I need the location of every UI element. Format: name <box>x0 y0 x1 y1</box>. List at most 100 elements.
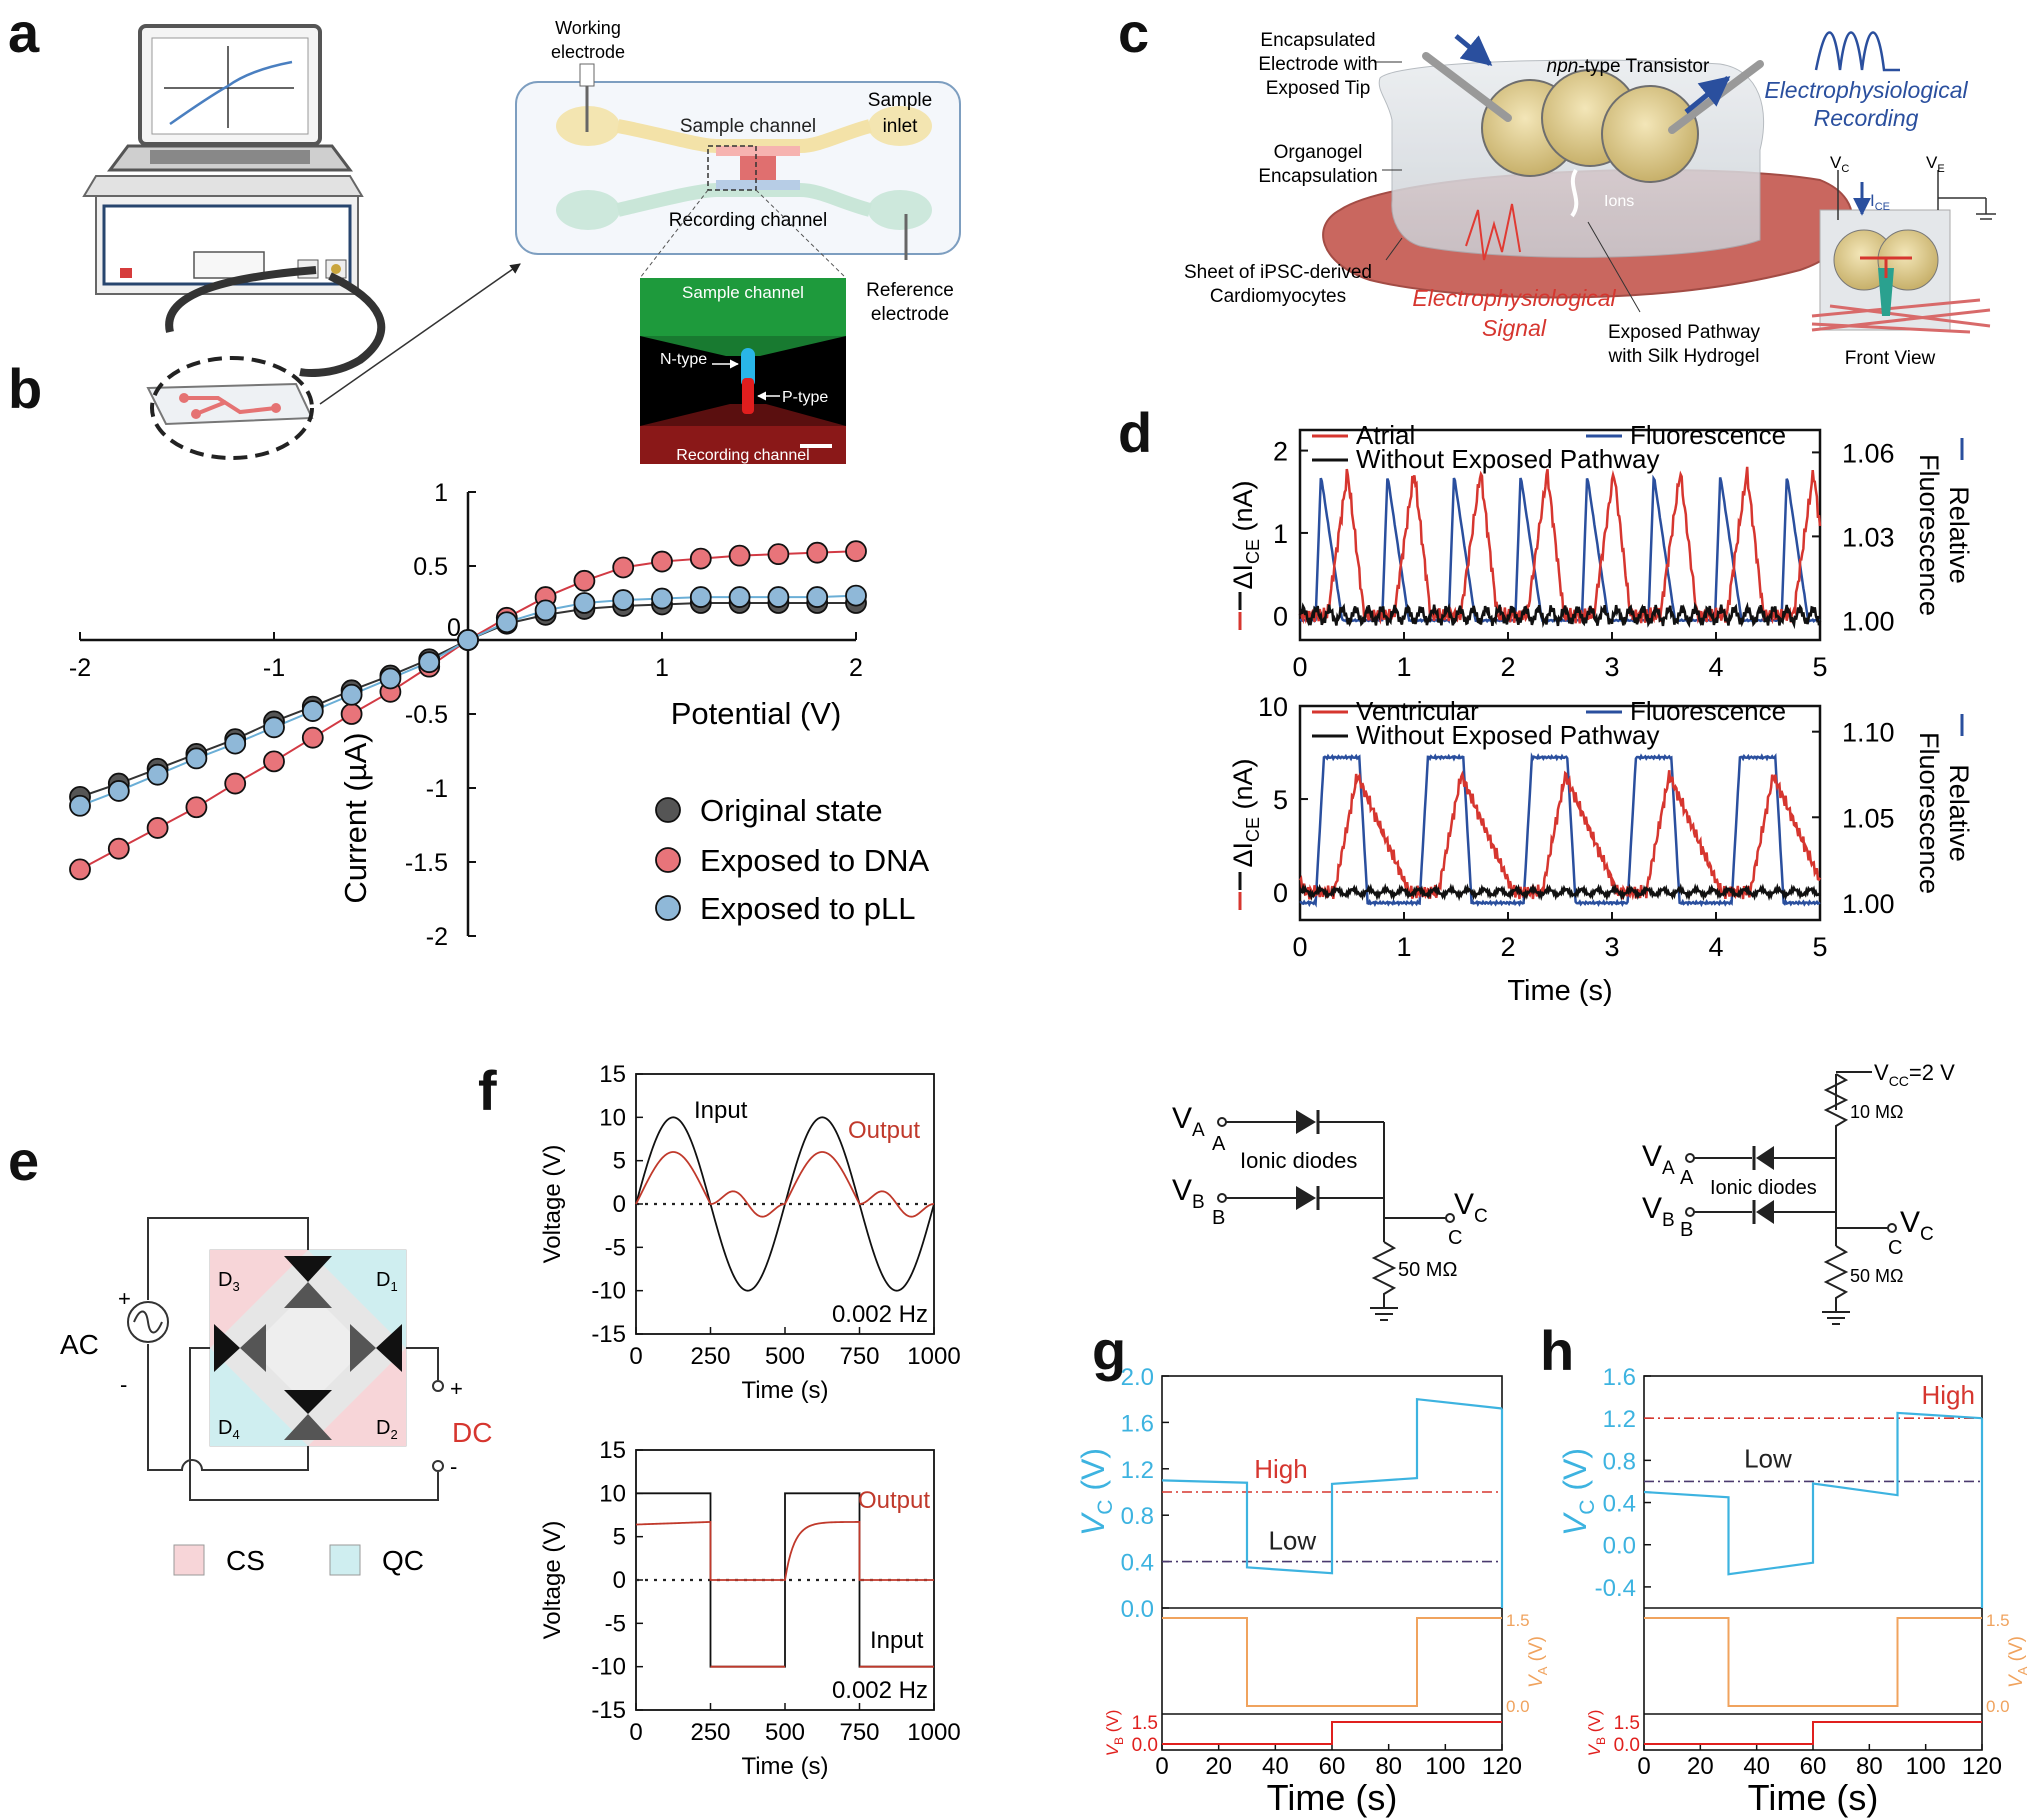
b-legend-label: Original state <box>700 793 883 828</box>
label-dc-plus: + <box>450 1376 463 1401</box>
b-data-point <box>534 599 557 622</box>
gh-va-trace <box>1644 1617 1982 1707</box>
gh-y-tick-label: 0.4 <box>1603 1491 1636 1518</box>
gh-x-tick-label: 60 <box>1319 1753 1346 1780</box>
d-y-tick-label: 5 <box>1273 785 1288 815</box>
label-ions: Ions <box>1604 193 1634 210</box>
label-dc: DC <box>452 1417 492 1448</box>
gh-high-label: High <box>1254 1454 1307 1484</box>
gh-y-tick-label: 1.2 <box>1121 1457 1154 1484</box>
label-exposed-pathway-1: Exposed Pathway <box>1608 322 1761 343</box>
legend-qc-swatch <box>329 1544 361 1576</box>
f-y-axis-title: Voltage (V) <box>539 1521 566 1640</box>
b-x-tick-label: 1 <box>655 654 669 682</box>
gh-x-axis-title: Time (s) <box>1267 1777 1398 1818</box>
label-reference-electrode-2: electrode <box>871 304 949 325</box>
circuit-g: VA A Ionic diodes VB B VC C 50 MΩ <box>1172 1102 1488 1321</box>
panel-letter-g: g <box>1092 1319 1127 1382</box>
legend-cs-label: CS <box>226 1545 265 1576</box>
b-data-point <box>379 667 402 690</box>
b-data-point <box>767 586 790 608</box>
label-sheet-1: Sheet of iPSC-derived <box>1184 262 1372 283</box>
d-legend-label: Atrial <box>1356 420 1415 450</box>
b-data-point <box>107 837 130 860</box>
f-y-tick-label: 0 <box>613 1191 626 1218</box>
label-encapsulated-electrode-3: Exposed Tip <box>1266 78 1371 99</box>
f-y-tick-label: 10 <box>599 1104 626 1131</box>
gh-va-tick-low: 0.0 <box>1506 1697 1530 1716</box>
panel-letter-h: h <box>1540 1319 1575 1382</box>
inset-n-type: N-type <box>660 351 707 368</box>
gh-y-axis-title: VC (V) <box>1075 1448 1117 1536</box>
circuit-h-c: C <box>1888 1237 1902 1259</box>
label-d2: D2 <box>376 1417 398 1442</box>
b-data-point <box>340 703 363 725</box>
label-encapsulated-electrode-1: Encapsulated <box>1260 30 1375 51</box>
d-y-axis-title: ΔICE (nA) <box>1228 758 1263 867</box>
label-electro-signal-1: Electrophysiological <box>1412 285 1616 311</box>
d-frame <box>1298 704 1822 922</box>
gh-vb-trace <box>1644 1721 1982 1745</box>
b-data-point <box>185 747 208 770</box>
gh-x-tick-label: 40 <box>1743 1753 1770 1780</box>
gh-x-tick-label: 120 <box>1962 1753 2002 1780</box>
label-sample-inlet-1: Sample <box>868 90 932 111</box>
f-frequency-label: 0.002 Hz <box>832 1677 928 1704</box>
b-x-axis-title: Potential (V) <box>671 696 842 731</box>
circuit-h-a: A <box>1680 1167 1694 1189</box>
d-y-axis-title: ΔICE (nA) <box>1228 480 1263 589</box>
gh-x-tick-label: 0 <box>1155 1753 1168 1780</box>
gh-va-tick-low: 0.0 <box>1986 1697 2010 1716</box>
d-y-tick-label: 1 <box>1273 519 1288 549</box>
b-y-axis-title: Current (µA) <box>338 732 373 903</box>
b-data-point <box>301 726 324 749</box>
d-y-tick-label: 10 <box>1258 692 1288 722</box>
d-current-trace <box>1298 466 1822 625</box>
label-sheet-2: Cardiomyocytes <box>1210 286 1346 307</box>
label-working-electrode-2: electrode <box>551 42 625 62</box>
b-legend-marker <box>655 847 681 873</box>
label-ice: ICE <box>1870 191 1890 213</box>
label-front-view: Front View <box>1845 348 1936 369</box>
b-y-tick-label: -1.5 <box>405 849 448 877</box>
f-y-tick-label: 15 <box>599 1437 626 1464</box>
legend-qc-label: QC <box>382 1545 424 1576</box>
gh-x-tick-label: 20 <box>1687 1753 1714 1780</box>
f-x-tick-label: 0 <box>629 1343 642 1370</box>
b-data-point <box>573 592 596 614</box>
b-legend-label: Exposed to DNA <box>700 843 929 878</box>
label-organogel-2: Encapsulation <box>1258 166 1377 187</box>
f-y-tick-label: -5 <box>605 1610 626 1637</box>
label-ac-plus: + <box>118 1286 131 1311</box>
label-vc: VC <box>1830 153 1849 175</box>
gh-y-tick-label: 0.8 <box>1121 1503 1154 1530</box>
f-y-tick-label: 5 <box>613 1148 626 1175</box>
f-y-axis-title: Voltage (V) <box>539 1145 566 1264</box>
b-data-point <box>185 796 208 819</box>
f-input-label: Input <box>694 1097 748 1124</box>
label-d4: D4 <box>218 1417 240 1442</box>
micrograph-inset: Sample channel N-type P-type Recording c… <box>640 278 846 464</box>
d-y-tick-label: 2 <box>1273 437 1288 467</box>
panel-letter-b: b <box>8 357 43 420</box>
b-y-tick-label: -1 <box>426 775 448 803</box>
gh-vb-tick-low: 0.0 <box>1614 1735 1640 1756</box>
b-x-tick-label: -1 <box>263 654 285 682</box>
b-data-point <box>224 732 247 755</box>
b-data-point <box>651 550 673 573</box>
b-legend-marker <box>655 895 681 921</box>
d-y2-axis-title-1: Relative <box>1944 764 1974 862</box>
gh-vc-trace <box>1643 1411 1983 1576</box>
label-electro-recording-2: Recording <box>1814 105 1919 131</box>
circuit-h-vb: VB <box>1642 1192 1675 1231</box>
d-y2-tick-label: 1.10 <box>1842 718 1895 748</box>
d-x-tick-label: 0 <box>1292 652 1307 682</box>
f-y-tick-label: 15 <box>599 1061 626 1088</box>
panel-letter-a: a <box>8 1 40 64</box>
d-x-tick-label: 2 <box>1500 652 1515 682</box>
gh-y-tick-label: 0.4 <box>1121 1550 1154 1577</box>
